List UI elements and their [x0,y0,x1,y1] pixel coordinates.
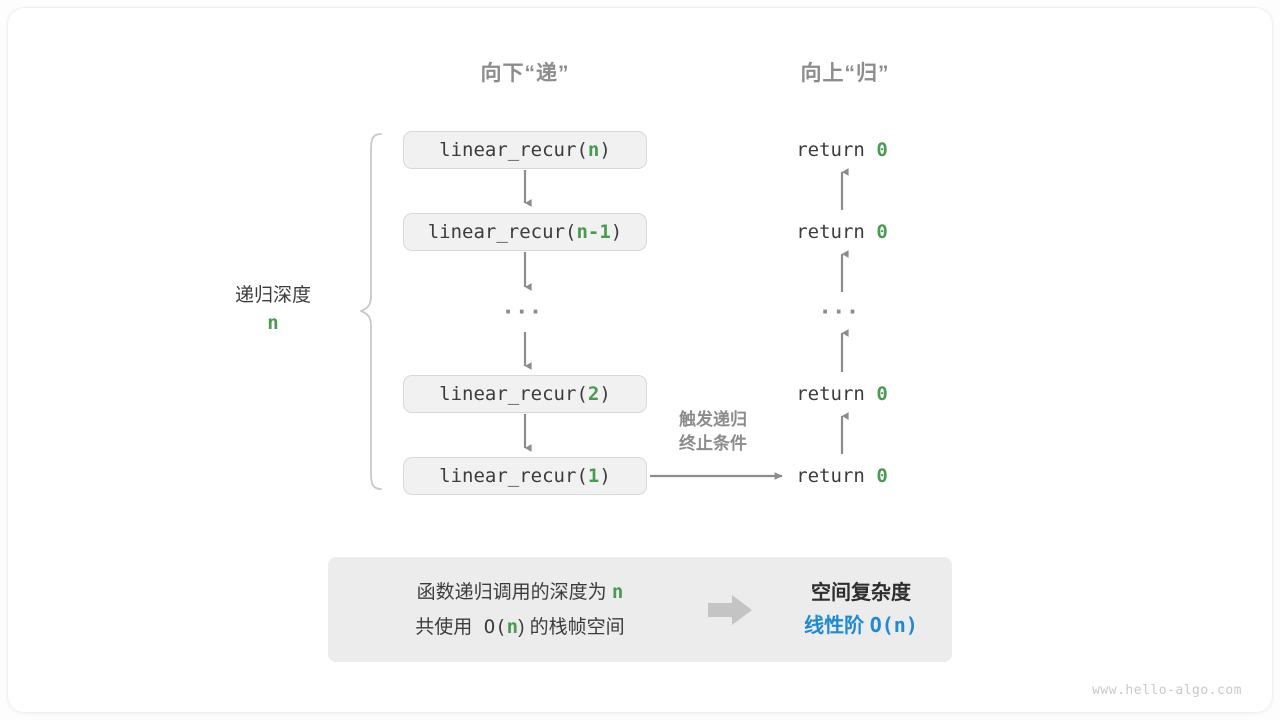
call-frame-box[interactable]: linear_recur(1) [403,457,647,495]
summary-line2-pre: 共使用 O( [415,615,507,638]
call-frame-name: linear_recur [427,221,566,243]
summary-result: 空间复杂度 线性阶 O(n) [770,577,952,642]
call-frame-arg: n [587,139,600,161]
termination-note-line2: 终止条件 [679,434,747,453]
recursion-depth-text: 递归深度 [234,285,311,306]
call-frame-name: linear_recur [439,139,577,161]
call-frame-name: linear_recur [439,383,577,405]
call-frame-paren-close: ) [610,221,623,243]
termination-note-line1: 触发递归 [679,410,747,429]
summary-result-order: 线性阶 [804,615,870,637]
return-keyword: return [796,465,865,487]
watermark: www.hello-algo.com [1092,683,1242,698]
column-header-descend: 向下“递” [480,62,570,85]
summary-line-1: 函数递归调用的深度为 n [350,575,690,610]
call-frame-arg: 1 [587,465,600,487]
call-frame-arg: 2 [587,383,600,405]
call-frame-paren-open: ( [576,465,588,487]
call-frame-box[interactable]: linear_recur(n-1) [403,213,647,251]
right-arrow-icon [708,594,752,625]
return-value: 0 [876,139,888,161]
summary-line2-post: ) 的栈帧空间 [518,616,625,638]
summary-arrow-wrap [690,593,770,627]
summary-line2-var: n [506,615,519,638]
ellipsis-ascend: ··· [821,296,863,326]
return-keyword: return [796,221,865,243]
return-value: 0 [876,383,888,405]
return-keyword: return [796,139,865,161]
call-frame-box[interactable]: linear_recur(n) [403,131,647,169]
call-frame-paren-open: ( [576,139,588,161]
summary-line1-text: 函数递归调用的深度为 [416,581,612,603]
summary-result-title: 空间复杂度 [811,582,911,604]
call-frame-paren-open: ( [565,221,577,243]
complexity-summary-panel: 函数递归调用的深度为 n 共使用 O(n) 的栈帧空间 空间复杂度 线性阶 O(… [328,557,952,662]
call-frame-paren-open: ( [576,383,588,405]
return-statement: return 0 [742,139,942,161]
summary-description: 函数递归调用的深度为 n 共使用 O(n) 的栈帧空间 [328,575,690,645]
summary-result-notation: O(n) [869,613,918,637]
column-header-ascend: 向上“归” [800,62,890,85]
call-frame-paren-close: ) [599,383,611,405]
summary-line-2: 共使用 O(n) 的栈帧空间 [350,610,690,645]
recursion-depth-label: 递归深度 n [198,283,348,337]
return-statement: return 0 [742,221,942,243]
return-value: 0 [876,221,888,243]
call-frame-paren-close: ) [599,139,611,161]
call-frame-arg: n-1 [576,221,611,243]
return-keyword: return [796,383,865,405]
return-statement: return 0 [742,383,942,405]
return-value: 0 [876,465,888,487]
ellipsis-descend: ··· [504,296,546,326]
recursion-depth-value: n [267,312,279,334]
call-frame-name: linear_recur [439,465,577,487]
call-frame-box[interactable]: linear_recur(2) [403,375,647,413]
call-frame-paren-close: ) [599,465,611,487]
summary-line1-var: n [611,580,624,603]
return-statement: return 0 [742,465,942,487]
termination-condition-note: 触发递归 终止条件 [648,408,778,456]
summary-result-value: 线性阶 O(n) [770,609,952,642]
